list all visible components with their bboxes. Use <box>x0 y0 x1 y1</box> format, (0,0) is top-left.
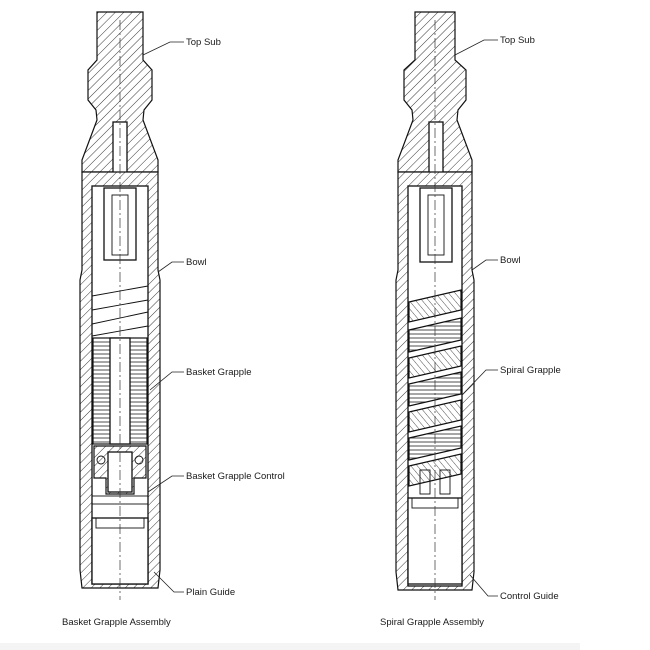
right-label-top-sub: Top Sub <box>500 35 535 46</box>
footer-strip <box>0 643 580 650</box>
basket-grapple-assembly: Top Sub Bowl Basket Grapple Basket Grapp… <box>62 11 285 628</box>
left-label-top-sub: Top Sub <box>186 37 221 48</box>
right-caption: Spiral Grapple Assembly <box>380 617 484 628</box>
right-thread-block <box>419 187 453 263</box>
right-label-guide: Control Guide <box>500 591 559 602</box>
left-caption: Basket Grapple Assembly <box>62 617 171 628</box>
left-label-control: Basket Grapple Control <box>186 471 285 482</box>
right-label-bowl: Bowl <box>500 255 521 266</box>
left-label-bowl: Bowl <box>186 257 207 268</box>
right-label-grapple: Spiral Grapple <box>500 365 561 376</box>
spiral-grapple-assembly: Top Sub Bowl Spiral Grapple Control Guid… <box>380 11 561 628</box>
left-label-guide: Plain Guide <box>186 587 235 598</box>
left-label-grapple: Basket Grapple <box>186 367 251 378</box>
